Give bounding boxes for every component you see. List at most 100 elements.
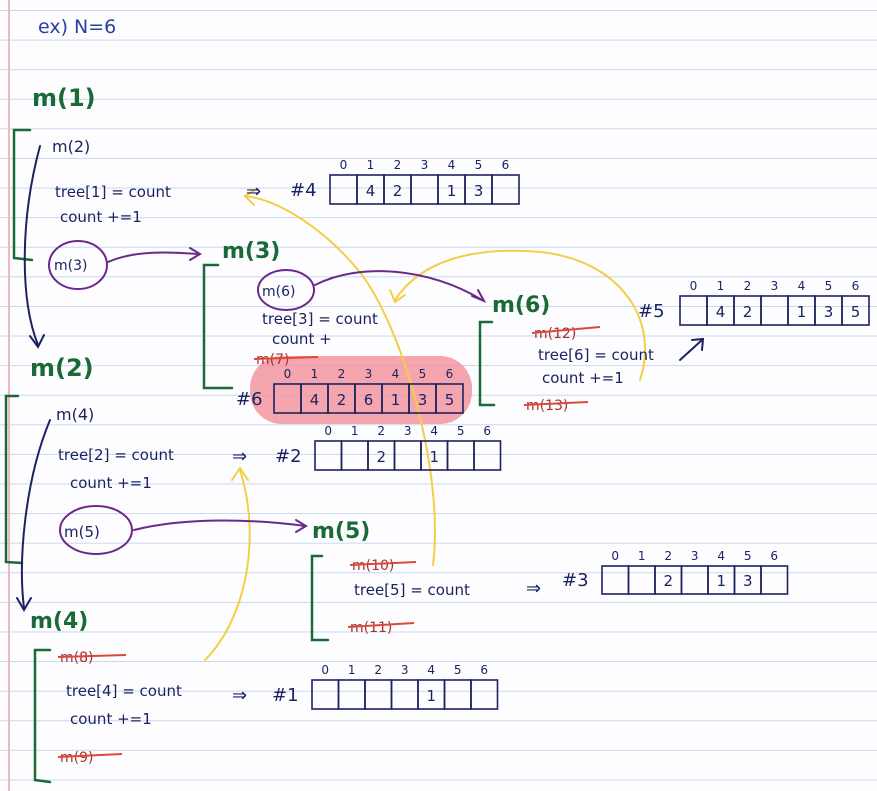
array-index-label: 3 (421, 158, 429, 172)
return-arrow-m4 (204, 469, 251, 661)
array-cell (443, 679, 472, 710)
array-cell (470, 679, 499, 710)
struck-m9: m(9) (60, 750, 93, 766)
array-index-label: 6 (483, 424, 491, 438)
array-index-label: 1 (311, 367, 319, 381)
struck-m10: m(10) (352, 558, 394, 574)
array-cell (491, 174, 520, 205)
array-index-label: 5 (744, 549, 752, 563)
array-cell (446, 440, 475, 471)
array-index-label: 4 (717, 549, 725, 563)
statements: tree[1] = count count +=1 tree[3] = coun… (55, 183, 654, 728)
array-cell (473, 440, 502, 471)
array-index-label: 6 (770, 549, 778, 563)
array-cell-value: 4 (366, 182, 376, 200)
array-cell (390, 679, 419, 710)
stmt-tree1: tree[1] = count (55, 183, 171, 201)
array-cell (314, 440, 343, 471)
stmt-tree5: tree[5] = count (354, 581, 470, 599)
array-cell-value: 3 (824, 303, 834, 321)
strike-m9 (57, 753, 123, 758)
array-cell-value: 1 (797, 303, 807, 321)
call-label-m1: m(1) (32, 84, 96, 112)
array-cell-value: 4 (310, 391, 320, 409)
array-cell-value: 2 (393, 182, 403, 200)
flow-arrow-to-m4 (20, 419, 51, 609)
stmt-tree2: tree[2] = count (58, 446, 174, 464)
array-index-label: 2 (374, 663, 382, 677)
array-cell-value: 2 (743, 303, 753, 321)
array-cell-value: 3 (418, 391, 428, 409)
call-arrow-m5-head (295, 519, 308, 533)
strike-m13 (523, 401, 589, 406)
array-cell-value: 3 (743, 572, 753, 590)
array-cell (760, 565, 789, 595)
strike-m8 (57, 654, 127, 658)
array-index-label: 3 (365, 367, 373, 381)
scope-brackets (4, 128, 496, 784)
bracket-m6 (478, 320, 496, 407)
stmt-count1: count +=1 (60, 208, 142, 226)
stmt-tree6: tree[6] = count (538, 346, 654, 364)
array-step-label: #3 (562, 570, 589, 591)
struck-m11: m(11) (350, 620, 392, 636)
array-cell (679, 295, 708, 326)
stmt-tree3: tree[3] = count (262, 310, 378, 328)
stmt-tree4: tree[4] = count (66, 682, 182, 700)
return-arrow-m6-head (389, 289, 406, 304)
array-cell (601, 565, 630, 595)
implies-1: ⇒ (246, 181, 261, 202)
example-header: ex) N=6 (38, 16, 116, 38)
strike-lines (57, 326, 601, 758)
array-index-label: 4 (430, 424, 438, 438)
call-arrow-m3 (107, 251, 199, 263)
array-index-label: 1 (348, 663, 356, 677)
array-step-label: #2 (275, 446, 302, 467)
array-cell (329, 174, 358, 205)
stmt-count3: count + (272, 330, 332, 348)
array-step-label: #5 (638, 301, 665, 322)
array-index-label: 0 (321, 663, 329, 677)
array-index-label: 3 (691, 549, 699, 563)
flow-arrow-to-m2 (23, 145, 41, 346)
array-index-label: 6 (852, 279, 860, 293)
call-arrow-m3-head (189, 247, 202, 261)
array-index-label: 5 (454, 663, 462, 677)
flow-arrow-to-m4-head (16, 597, 32, 612)
array-index-label: 5 (419, 367, 427, 381)
array-index-label: 3 (401, 663, 409, 677)
array-cell-value: 4 (716, 303, 726, 321)
array-cell-value: 3 (474, 182, 484, 200)
bracket-m4 (33, 648, 52, 784)
stmt-count4: count +=1 (70, 710, 152, 728)
array-index-label: 6 (446, 367, 454, 381)
call-label-m2: m(2) (30, 354, 94, 382)
array-index-label: 2 (744, 279, 752, 293)
array-index-label: 2 (377, 424, 385, 438)
array-cell (627, 565, 656, 595)
array-cell-value: 2 (337, 391, 347, 409)
stmt-count6: count +=1 (542, 369, 624, 387)
flow-arrows (16, 145, 705, 612)
array-cell-value: 1 (391, 391, 401, 409)
sub-call-m4: m(4) (56, 405, 94, 424)
call-label-m3: m(3) (222, 239, 280, 264)
return-arrow-m6 (394, 249, 646, 381)
array-index-label: 1 (717, 279, 725, 293)
array-cell-value: 1 (426, 687, 436, 705)
strike-m7 (253, 356, 319, 360)
array-index-label: 2 (338, 367, 346, 381)
array-cell-value: 2 (663, 572, 673, 590)
array-cell-value: 1 (429, 448, 439, 466)
call-arrow-m6-head (471, 289, 487, 304)
sub-call-labels: m(2) m(3) m(6) m(4) m(5) (52, 137, 295, 541)
result-arrow-head (691, 337, 705, 351)
flow-arrow-to-m2-head (29, 334, 45, 349)
implies-arrows: ⇒ ⇒ ⇒ ⇒ (232, 181, 541, 706)
array-index-label: 2 (394, 158, 402, 172)
array-cell (760, 295, 789, 326)
array-cell (340, 440, 369, 471)
